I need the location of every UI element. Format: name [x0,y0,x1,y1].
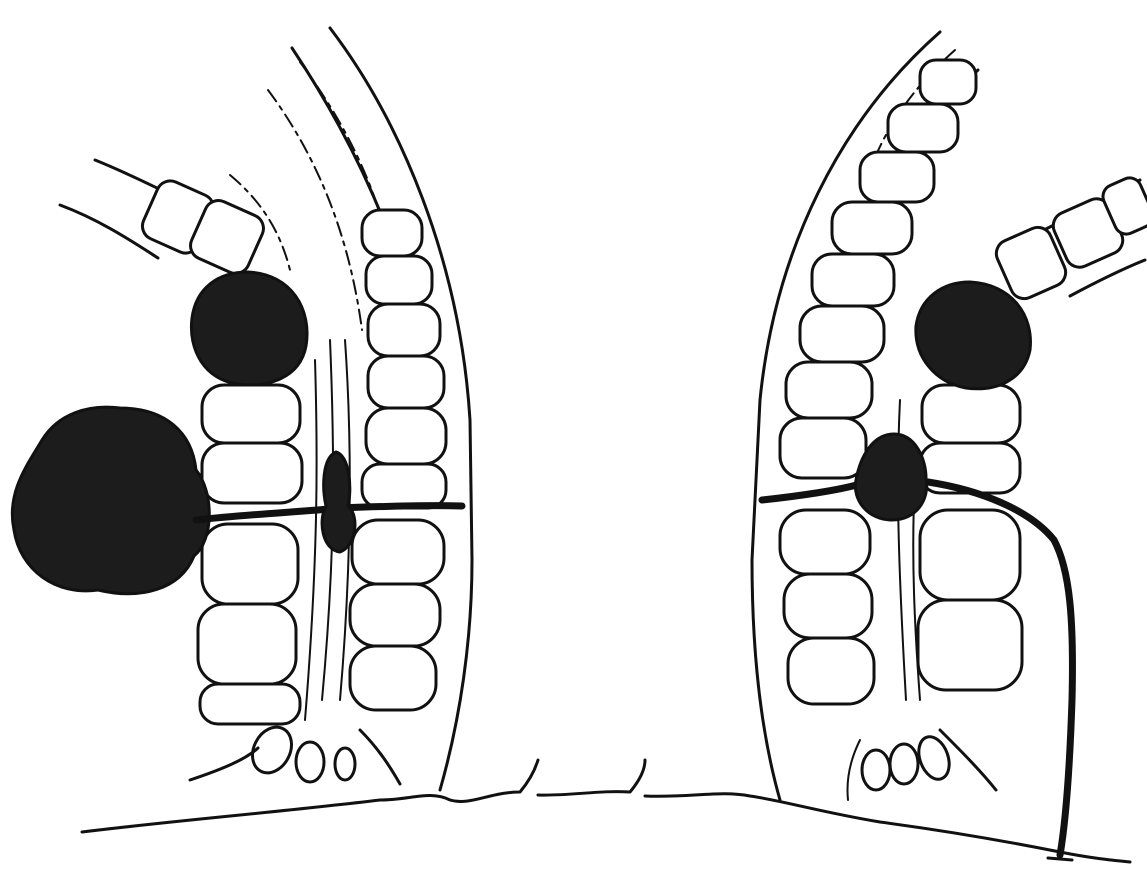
right-anal-glands [848,730,997,800]
left-levator [60,160,290,278]
left-internal-sphincter [350,210,446,710]
right-external-sphincter [918,385,1022,690]
left-deep-node [191,272,307,385]
left-external-sphincter [198,385,302,724]
skin-line [82,760,1130,862]
right-deep-node [916,282,1031,389]
left-anal-glands [190,720,400,784]
right-levator [992,174,1147,303]
left-panel [12,28,472,790]
left-external-abscess [12,407,209,594]
right-panel [752,32,1147,860]
